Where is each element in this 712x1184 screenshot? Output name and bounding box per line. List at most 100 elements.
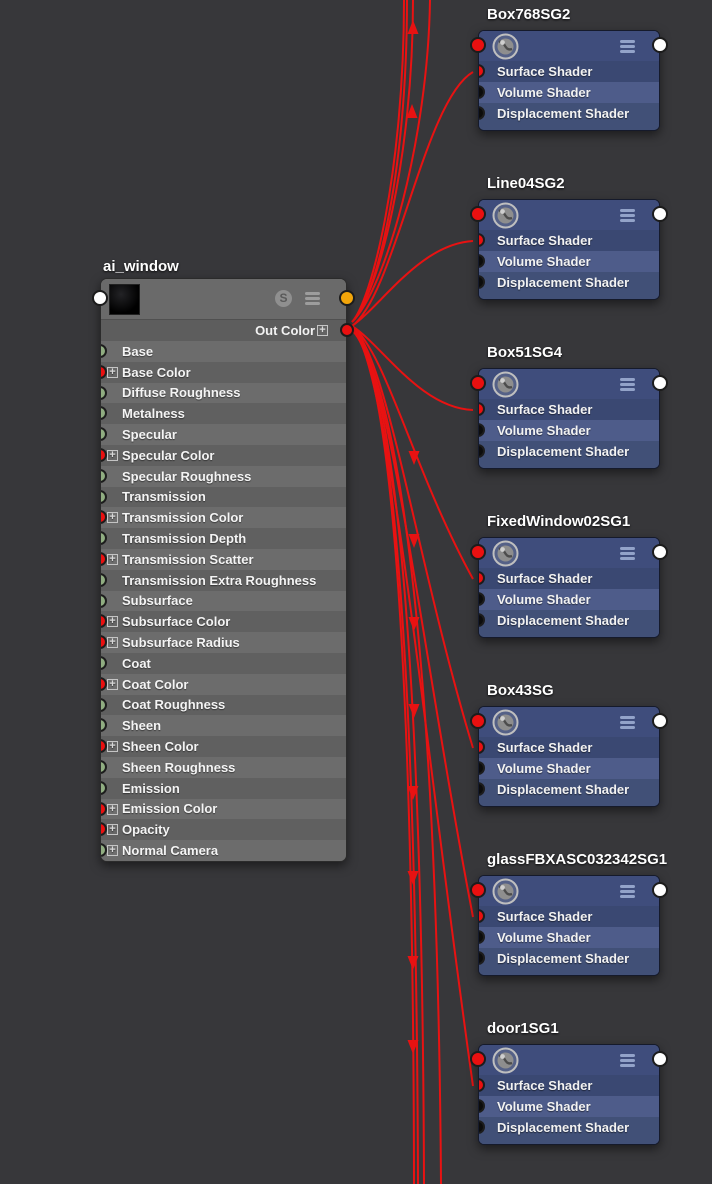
connection-wire[interactable] <box>351 0 414 323</box>
attribute-row[interactable]: Metalness <box>101 403 346 425</box>
sg-attribute-row[interactable]: Volume Shader <box>479 1096 659 1117</box>
sg-attribute-port[interactable] <box>479 592 485 606</box>
sg-attribute-row[interactable]: Surface Shader <box>479 230 659 251</box>
attribute-row[interactable]: + Transmission Scatter <box>101 548 346 570</box>
attribute-row[interactable]: + Base Color <box>101 361 346 383</box>
connection-wire[interactable] <box>351 71 474 327</box>
sg-input-port[interactable] <box>470 1051 486 1067</box>
sg-attribute-port[interactable] <box>479 740 485 754</box>
sg-attribute-row[interactable]: Volume Shader <box>479 251 659 272</box>
display-mode-bars-icon[interactable] <box>620 378 635 391</box>
sg-attribute-port[interactable] <box>479 782 485 796</box>
expand-icon[interactable]: + <box>107 741 118 753</box>
connection-wire[interactable] <box>351 325 474 580</box>
sg-attribute-row[interactable]: Volume Shader <box>479 82 659 103</box>
display-mode-bars-icon[interactable] <box>620 716 635 729</box>
shading-group-node[interactable]: Surface Shader Volume Shader Displacemen… <box>470 1044 668 1145</box>
expand-icon[interactable]: + <box>107 512 118 524</box>
sg-attribute-port[interactable] <box>479 761 485 775</box>
sg-attribute-port[interactable] <box>479 951 485 965</box>
sg-attribute-row[interactable]: Volume Shader <box>479 589 659 610</box>
attribute-row[interactable]: + Opacity <box>101 819 346 841</box>
attribute-port[interactable] <box>101 385 107 400</box>
sg-output-port[interactable] <box>652 882 668 898</box>
attribute-port[interactable] <box>101 489 107 504</box>
sg-input-port[interactable] <box>470 544 486 560</box>
attribute-port[interactable] <box>101 718 107 733</box>
sg-input-port[interactable] <box>470 375 486 391</box>
attribute-row[interactable]: Specular Roughness <box>101 465 346 487</box>
sg-attribute-port[interactable] <box>479 85 485 99</box>
sg-attribute-row[interactable]: Displacement Shader <box>479 779 659 800</box>
sg-attribute-row[interactable]: Surface Shader <box>479 399 659 420</box>
ai-node-header[interactable]: S <box>92 279 355 319</box>
expand-icon[interactable]: + <box>107 678 118 690</box>
connection-wire[interactable] <box>351 0 405 323</box>
attribute-row[interactable]: + Coat Color <box>101 673 346 695</box>
attribute-row[interactable]: Emission <box>101 777 346 799</box>
sg-attribute-row[interactable]: Surface Shader <box>479 1075 659 1096</box>
sg-input-port[interactable] <box>470 882 486 898</box>
sg-attribute-port[interactable] <box>479 1099 485 1113</box>
attribute-row[interactable]: Transmission Extra Roughness <box>101 569 346 591</box>
expand-icon[interactable]: + <box>107 366 118 378</box>
display-mode-bars-icon[interactable] <box>620 209 635 222</box>
expand-icon[interactable]: + <box>107 845 118 857</box>
attribute-row[interactable]: Subsurface <box>101 590 346 612</box>
sg-output-port[interactable] <box>652 1051 668 1067</box>
sg-attribute-port[interactable] <box>479 402 485 416</box>
shading-group-node[interactable]: Surface Shader Volume Shader Displacemen… <box>470 537 668 638</box>
sg-attribute-port[interactable] <box>479 909 485 923</box>
ai-window-node[interactable]: S Out Color + Base + Base Color Diffuse … <box>92 278 355 862</box>
attribute-row[interactable]: Diffuse Roughness <box>101 382 346 404</box>
sg-input-port[interactable] <box>470 713 486 729</box>
sg-input-port[interactable] <box>470 37 486 53</box>
sg-attribute-row[interactable]: Surface Shader <box>479 568 659 589</box>
attribute-port[interactable] <box>101 801 107 816</box>
sg-attribute-port[interactable] <box>479 1120 485 1134</box>
attribute-port[interactable] <box>101 344 107 358</box>
sg-attribute-row[interactable]: Displacement Shader <box>479 103 659 124</box>
sg-node-header[interactable] <box>470 538 668 568</box>
sg-attribute-row[interactable]: Surface Shader <box>479 737 659 758</box>
sg-attribute-port[interactable] <box>479 571 485 585</box>
out-color-port[interactable] <box>340 323 354 337</box>
swatch-render-icon[interactable]: S <box>275 290 292 307</box>
attribute-port[interactable] <box>101 593 107 608</box>
shading-group-node[interactable]: Surface Shader Volume Shader Displacemen… <box>470 706 668 807</box>
attribute-row[interactable]: + Subsurface Radius <box>101 632 346 653</box>
attribute-port[interactable] <box>101 697 107 712</box>
attribute-row[interactable]: + Specular Color <box>101 444 346 466</box>
attribute-row[interactable]: Specular <box>101 424 346 445</box>
sg-attribute-row[interactable]: Volume Shader <box>479 420 659 441</box>
sg-attribute-port[interactable] <box>479 254 485 268</box>
attribute-row[interactable]: Base <box>101 341 346 362</box>
sg-attribute-row[interactable]: Volume Shader <box>479 927 659 948</box>
display-mode-bars-icon[interactable] <box>305 292 320 305</box>
attribute-port[interactable] <box>101 759 107 774</box>
expand-icon[interactable]: + <box>107 803 118 815</box>
sg-attribute-port[interactable] <box>479 275 485 289</box>
sg-input-port[interactable] <box>470 206 486 222</box>
sg-attribute-row[interactable]: Surface Shader <box>479 906 659 927</box>
expand-icon[interactable]: + <box>107 637 118 649</box>
sg-attribute-row[interactable]: Displacement Shader <box>479 948 659 969</box>
sg-attribute-row[interactable]: Displacement Shader <box>479 272 659 293</box>
sg-attribute-row[interactable]: Displacement Shader <box>479 441 659 462</box>
attribute-port[interactable] <box>101 780 107 795</box>
out-color-row[interactable]: Out Color + <box>101 319 354 341</box>
attribute-port[interactable] <box>101 427 107 442</box>
attribute-row[interactable]: + Transmission Color <box>101 507 346 529</box>
expand-icon[interactable]: + <box>317 325 328 336</box>
shading-group-node[interactable]: Surface Shader Volume Shader Displacemen… <box>470 199 668 300</box>
display-mode-bars-icon[interactable] <box>620 547 635 560</box>
sg-output-port[interactable] <box>652 375 668 391</box>
ai-output-port[interactable] <box>339 290 355 306</box>
attribute-row[interactable]: Transmission Depth <box>101 528 346 549</box>
expand-icon[interactable]: + <box>107 449 118 461</box>
shading-group-node[interactable]: Surface Shader Volume Shader Displacemen… <box>470 30 668 131</box>
expand-icon[interactable]: + <box>107 616 118 628</box>
shading-group-node[interactable]: Surface Shader Volume Shader Displacemen… <box>470 368 668 469</box>
sg-output-port[interactable] <box>652 713 668 729</box>
attribute-port[interactable] <box>101 406 107 421</box>
